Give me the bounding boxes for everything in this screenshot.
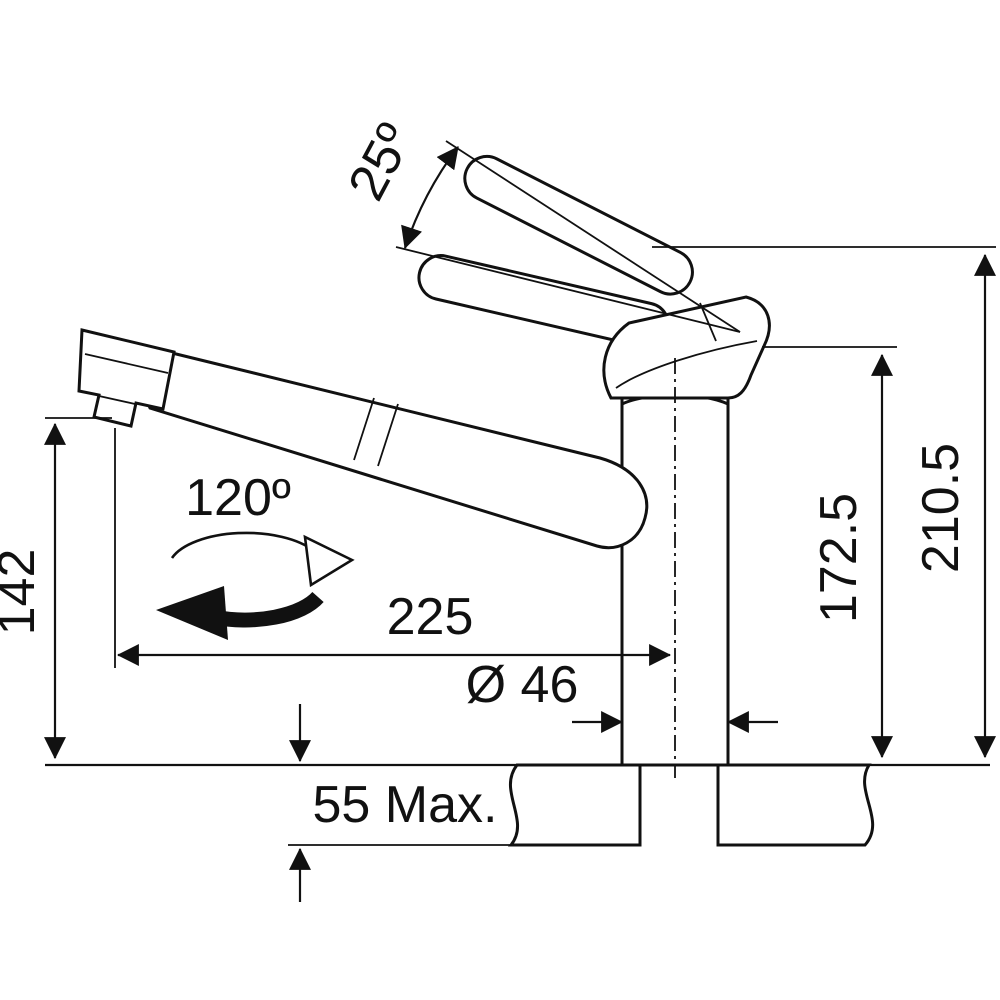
swivel-arrowhead-open: [303, 534, 355, 588]
countertop-right-block: [716, 763, 875, 847]
label-spout-height: 142: [0, 549, 46, 636]
label-body-height: 172.5: [810, 493, 868, 623]
label-base-diameter: Ø 46: [466, 656, 579, 714]
countertop-left-block: [507, 763, 642, 847]
label-total-height: 210.5: [912, 443, 970, 573]
angle-ray-lower: [395, 246, 741, 333]
label-swivel-angle: 120º: [185, 469, 291, 527]
angle-ray-upper: [445, 140, 741, 333]
mixer-head-detail: [699, 302, 717, 342]
swivel-arrowhead-solid: [156, 586, 228, 640]
dimensions: [44, 140, 996, 902]
mixer-head-seam: [615, 340, 758, 389]
label-handle-angle: 25º: [337, 114, 424, 209]
faucet: [77, 154, 771, 767]
angle-arc-25: [401, 146, 459, 250]
swivel-arrow-graphic: [156, 531, 355, 640]
faucet-spray-head: [77, 328, 176, 428]
swivel-arc-bottom-thick: [212, 591, 324, 628]
label-spout-reach: 225: [387, 588, 474, 646]
spout-pullout-joint-line-1: [353, 397, 375, 461]
label-deck-thickness: 55 Max.: [313, 776, 498, 834]
swivel-arc-top: [170, 531, 315, 559]
countertop: [507, 763, 875, 847]
spout-pullout-joint-line-2: [377, 403, 399, 467]
spray-head-seam: [84, 353, 169, 374]
spray-head-aerator-line: [98, 395, 136, 405]
dimension-labels: 25º 120º 142 225 Ø 46 172.5 210.5 55 Max…: [0, 114, 970, 834]
